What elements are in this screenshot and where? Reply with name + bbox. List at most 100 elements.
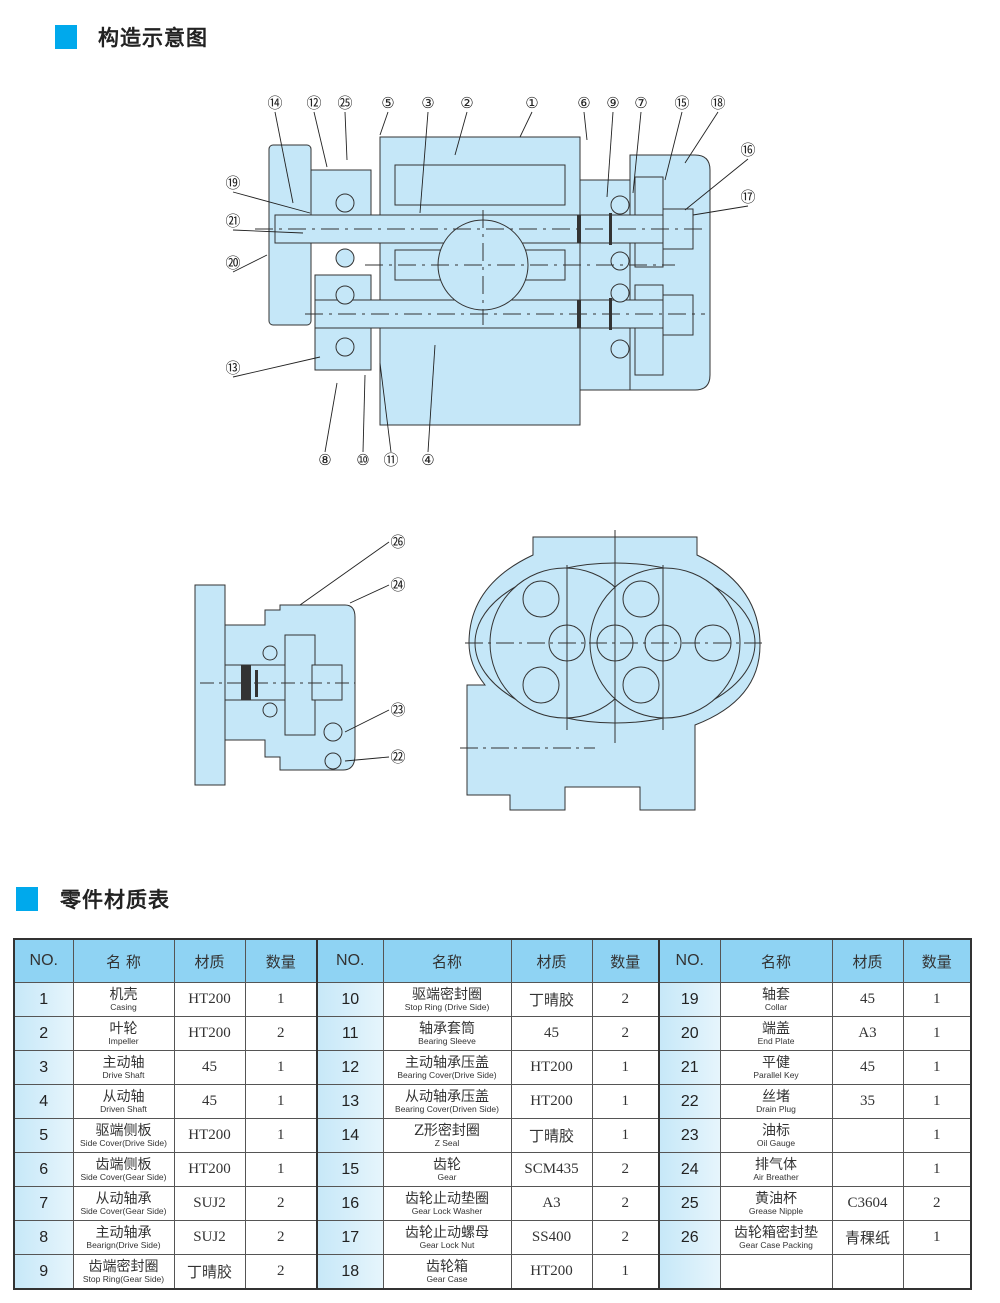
callout-leader [692,205,749,216]
part-quantity: 2 [591,1016,660,1051]
part-material: HT200 [173,982,246,1017]
part-number: 26 [658,1220,721,1255]
callout-leader [379,111,389,136]
part-material: 45 [173,1050,246,1085]
part-name-en: Bearing Cover(Driven Side) [395,1103,499,1114]
part-quantity: 1 [591,1254,660,1290]
part-number: 2 [13,1016,74,1051]
callout-label: ⑯ [740,141,755,159]
callout-label: ㉕ [337,94,352,112]
callout-label: ⑪ [383,451,398,469]
callout-leader [583,111,588,141]
part-name-cn: 丝堵 [762,1088,790,1105]
part-name-cn: 平健 [762,1054,790,1071]
part-quantity: 2 [902,1186,972,1221]
callout-leader [684,111,719,164]
part-material: A3 [510,1186,593,1221]
header-quantity: 数量 [591,938,660,983]
part-number: 16 [316,1186,384,1221]
part-name-cn: 黄油杯 [755,1190,797,1207]
part-name-en: Drain Plug [756,1103,796,1114]
header-no: NO. [316,938,384,983]
part-quantity: 1 [902,1220,972,1255]
part-name-cell [719,1254,833,1290]
part-name-en: Parallel Key [753,1069,799,1080]
callout-label: ⑱ [710,94,725,112]
part-name-cn: 齿端侧板 [95,1156,152,1173]
part-number: 8 [13,1220,74,1255]
part-name-cn: 主动轴承 [95,1224,152,1241]
part-name-en: Z Seal [434,1137,460,1148]
callout-label: ⑭ [267,94,282,112]
callout-label: ⑬ [225,359,240,377]
part-name-cn: 主动轴 [102,1054,145,1071]
part-number: 20 [658,1016,721,1051]
part-quantity: 1 [902,982,972,1017]
callout-leader [684,158,749,211]
callout-leader [349,584,390,604]
part-quantity: 1 [591,1050,660,1085]
callout-label: ④ [421,451,434,469]
callout-leader [232,254,268,273]
part-name-en: Stop Ring(Gear Side) [82,1273,165,1284]
part-material: HT200 [173,1118,246,1153]
part-material: A3 [831,1016,904,1051]
gear [284,634,316,736]
part-quantity: 2 [591,1152,660,1187]
section-title-structure: 构造示意图 [98,26,208,50]
part-quantity: 2 [591,1220,660,1255]
part-name-en: Grease Nipple [748,1205,804,1216]
callout-label: ② [460,94,473,112]
part-name-cn: 驱端侧板 [95,1122,152,1139]
part-name-cn: 端盖 [762,1020,790,1037]
part-name-cn: 齿轮止动螺母 [405,1224,489,1241]
part-quantity: 1 [902,1118,972,1153]
section-header-materials: 零件材质表 [16,884,170,914]
part-quantity: 1 [591,1118,660,1153]
part-number: 15 [316,1152,384,1187]
part-quantity: 1 [902,1050,972,1085]
part-number: 7 [13,1186,74,1221]
part-quantity: 2 [244,1186,318,1221]
part-name-cn: 轴承套筒 [419,1020,475,1037]
part-number: 4 [13,1084,74,1119]
callout-label: ⑥ [577,94,590,112]
header-material: 材质 [173,938,246,983]
callout-label: ⑦ [634,94,647,112]
part-material: HT200 [173,1152,246,1187]
part-name-cn: 主动轴承压盖 [405,1054,489,1071]
part-quantity: 2 [244,1220,318,1255]
parts-material-table: NO. 名 称 材质 数量 NO. 名称 材质 数量 NO. 名称 材质 数量 … [13,938,972,1290]
callout-label: ⑮ [674,94,689,112]
part-material: SCM435 [510,1152,593,1187]
bearing-ball [335,193,355,213]
header-no: NO. [13,938,74,983]
callout-leader [362,374,366,453]
part-number: 21 [658,1050,721,1085]
part-number: 25 [658,1186,721,1221]
part-number: 23 [658,1118,721,1153]
part-number: 10 [316,982,384,1017]
part-name-en: Casing [110,1001,137,1012]
part-quantity: 2 [591,982,660,1017]
callout-leader [344,756,390,762]
impeller-front-diagram [460,530,767,811]
part-name-en: Gear Case [426,1273,468,1284]
part-name-en: Bearing Cover(Drive Side) [397,1069,497,1080]
